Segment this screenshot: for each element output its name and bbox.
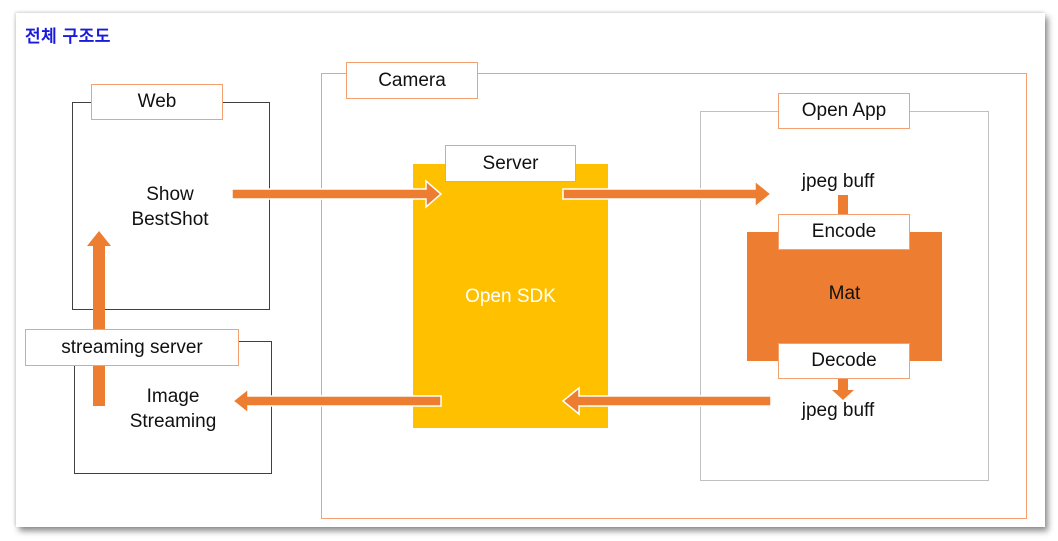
web-label: Web (91, 84, 223, 120)
streaming-content-line1: Image (146, 386, 200, 407)
arrow-streaming-to-web (87, 231, 111, 406)
arrow-server-to-streaming (231, 387, 442, 415)
arrow-web-to-server (231, 179, 443, 209)
connector-jpeg-encode (838, 195, 848, 215)
web-content: Show BestShot (100, 182, 240, 232)
camera-label: Camera (346, 62, 478, 99)
open-sdk-label: Open SDK (465, 286, 556, 307)
arrow-decode-to-jpeg (832, 379, 854, 400)
diagram-title: 전체 구조도 (25, 27, 111, 46)
arrow-openapp-to-server (561, 386, 772, 416)
encode-label: Encode (778, 214, 910, 250)
streaming-content-line2: Streaming (129, 411, 217, 432)
decode-label: Decode (778, 343, 910, 379)
jpeg-buff-top: jpeg buff (801, 171, 875, 192)
mat-block (747, 232, 942, 361)
arrow-server-to-openapp (562, 179, 773, 209)
jpeg-buff-bottom: jpeg buff (801, 400, 875, 421)
web-content-line2: BestShot (131, 209, 209, 230)
camera-frame (321, 73, 1027, 519)
open-sdk-block (413, 164, 608, 428)
server-label: Server (445, 145, 576, 182)
streaming-server-label: streaming server (25, 329, 239, 366)
streaming-content: Image Streaming (103, 384, 243, 434)
open-app-label: Open App (778, 93, 910, 129)
web-content-line1: Show (146, 184, 194, 205)
mat-label: Mat (828, 283, 861, 304)
